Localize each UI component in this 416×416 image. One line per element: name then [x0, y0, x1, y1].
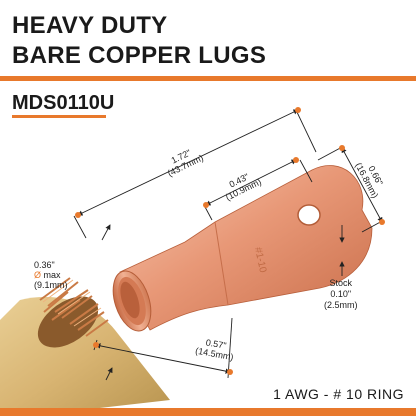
dimension-lines [73, 109, 385, 381]
dimension-dots [75, 107, 385, 375]
cable [0, 277, 170, 416]
copper-lug [112, 165, 373, 332]
footer-bar [0, 408, 416, 416]
barrel-diameter-label: 0.36" Ø max (9.1mm) [34, 260, 68, 290]
barrel-diameter-in: 0.36" [34, 260, 55, 270]
lug-stamp: #1-10 [252, 246, 268, 274]
title-line-2: BARE COPPER LUGS [12, 42, 267, 69]
stock-in: 0.10" [330, 289, 352, 299]
header-divider [0, 76, 416, 81]
model-number: MDS0110U [12, 92, 115, 114]
diameter-symbol-icon: Ø [34, 270, 42, 280]
stock-title: Stock [329, 278, 352, 288]
stock-mm: (2.5mm) [324, 300, 358, 310]
barrel-diameter-mm: (9.1mm) [34, 280, 68, 290]
barrel-diameter-qualifier: max [43, 270, 61, 280]
model-underline [12, 115, 106, 118]
title-line-1: HEAVY DUTY [12, 12, 168, 39]
size-spec: 1 AWG - # 10 RING [273, 386, 404, 402]
stock-label: Stock 0.10" (2.5mm) [324, 278, 358, 311]
